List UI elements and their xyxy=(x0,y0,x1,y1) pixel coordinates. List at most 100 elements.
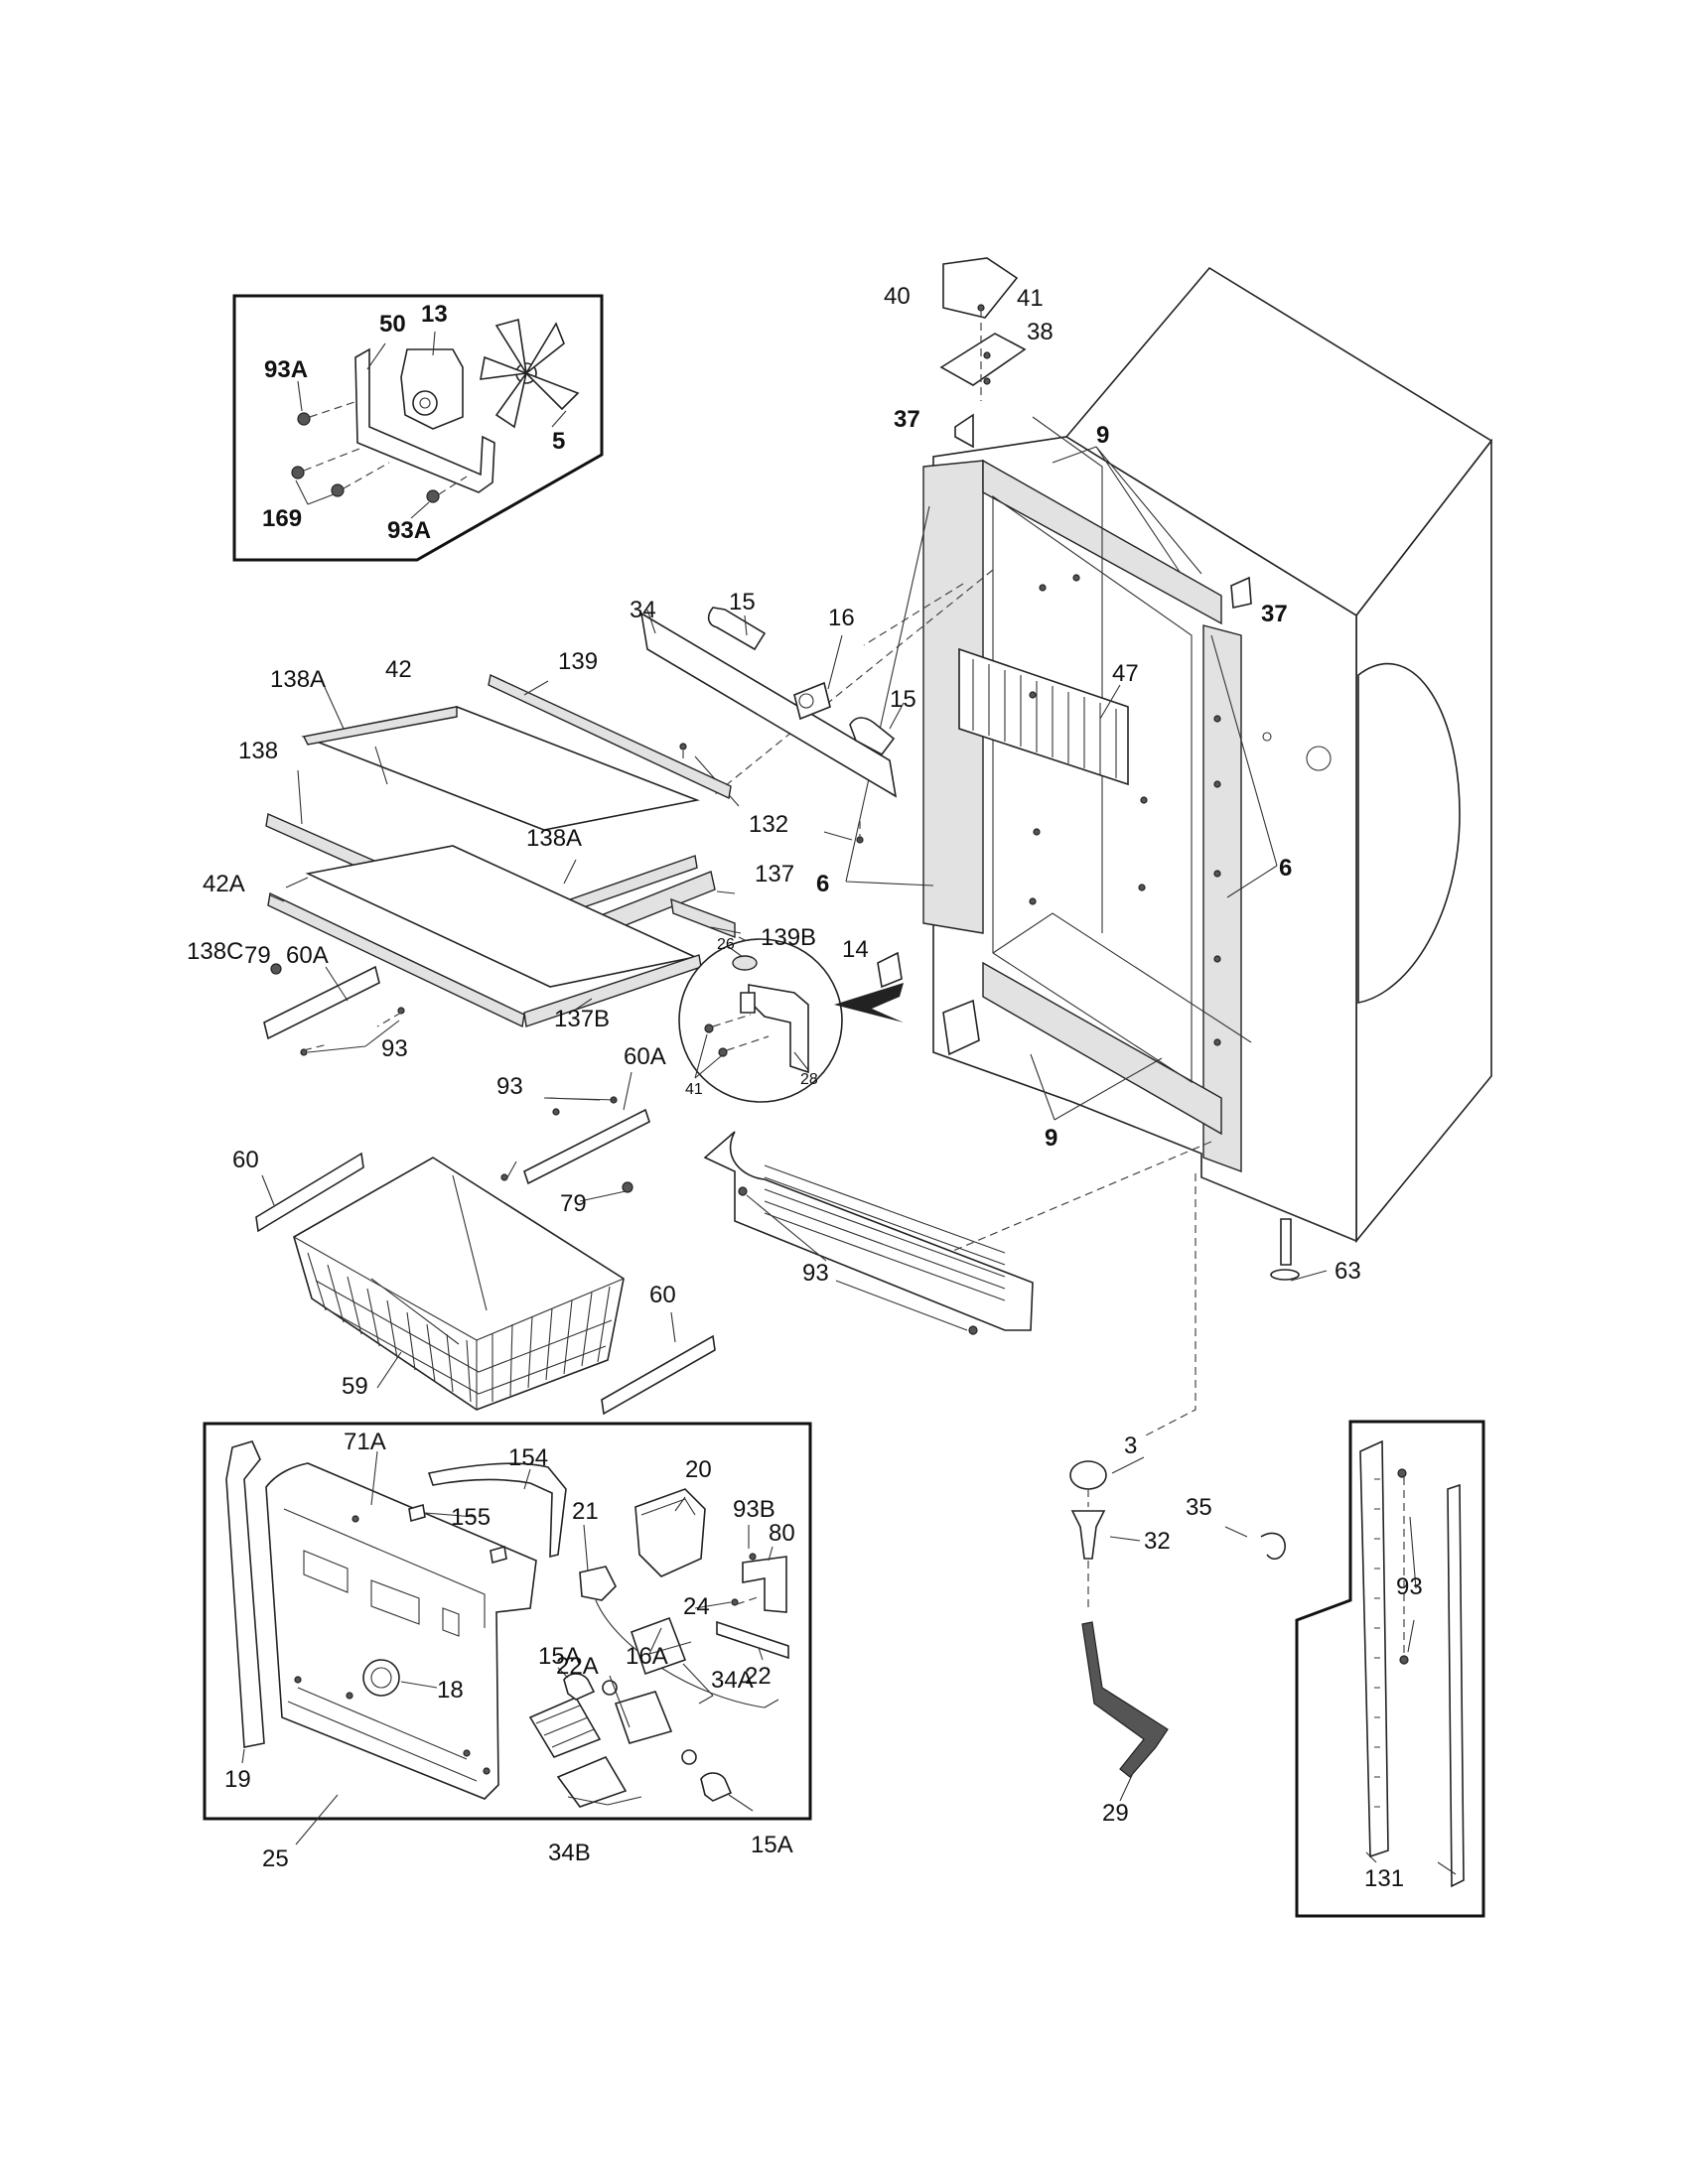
callout-16a: 16A xyxy=(626,1643,668,1670)
shelf-trim-139 xyxy=(488,673,732,800)
callout-93-b: 93 xyxy=(496,1073,523,1100)
shelf-standard-131-right xyxy=(1447,1483,1465,1888)
callout-71a: 71A xyxy=(344,1429,386,1455)
hinge-cover xyxy=(942,257,1019,319)
screw-93b xyxy=(749,1553,757,1561)
callout-93b: 93B xyxy=(733,1496,775,1523)
callout-93-d: 93 xyxy=(1396,1573,1423,1600)
callout-16: 16 xyxy=(828,605,855,631)
callout-22a: 22A xyxy=(556,1653,599,1680)
bottom-hinge xyxy=(942,999,980,1056)
screw-169-a xyxy=(291,466,305,479)
callout-35: 35 xyxy=(1186,1494,1212,1521)
callout-28: 28 xyxy=(800,1071,818,1088)
socket-16a-b xyxy=(681,1749,697,1765)
thermostat-cover-20 xyxy=(634,1488,706,1577)
callout-21: 21 xyxy=(572,1498,599,1525)
hinge-detail xyxy=(678,938,904,1103)
light-bulb-15a xyxy=(707,607,767,651)
callout-41-top: 41 xyxy=(1017,285,1044,312)
callout-131: 131 xyxy=(1364,1865,1404,1892)
screw-79-b xyxy=(622,1181,633,1193)
control-panel-inset xyxy=(203,1422,812,1845)
callout-93a-upper: 93A xyxy=(264,356,308,383)
light-bulb-15b xyxy=(849,717,896,756)
drain-cap-3 xyxy=(1069,1460,1107,1490)
callout-50: 50 xyxy=(379,311,406,338)
callout-37-left: 37 xyxy=(894,406,920,433)
wire-harness-154 xyxy=(427,1462,567,1559)
callout-60-a: 60 xyxy=(232,1147,259,1173)
drain-tube-29 xyxy=(1081,1621,1169,1778)
callout-63: 63 xyxy=(1335,1258,1361,1285)
callout-26: 26 xyxy=(717,936,735,953)
callout-14: 14 xyxy=(842,936,869,963)
callout-34: 34 xyxy=(630,597,656,623)
clip-22 xyxy=(716,1620,789,1660)
leveling-leg xyxy=(1280,1218,1292,1266)
drain-parts xyxy=(1069,1456,1286,1802)
screw-24 xyxy=(731,1598,739,1606)
freezer-cabinet xyxy=(714,257,1493,1438)
cabinet-liner xyxy=(992,494,1193,1084)
callout-93-a: 93 xyxy=(381,1035,408,1062)
control-panel-inset-frame xyxy=(203,1422,812,1821)
motor-bracket xyxy=(354,347,495,493)
fan-motor xyxy=(400,348,464,430)
socket-housing-34a-right xyxy=(614,1691,673,1744)
callout-25: 25 xyxy=(262,1845,289,1872)
door-gasket-left xyxy=(922,460,984,934)
callout-3: 3 xyxy=(1124,1433,1137,1459)
callout-20: 20 xyxy=(685,1456,712,1483)
slide-60-left xyxy=(255,1152,364,1233)
drain-clip-35 xyxy=(1260,1532,1286,1561)
callout-41-small: 41 xyxy=(685,1081,703,1098)
callout-59: 59 xyxy=(342,1373,368,1400)
fan-motor-inset xyxy=(232,294,604,562)
light-socket-16 xyxy=(793,681,831,721)
callout-138: 138 xyxy=(238,738,278,764)
toe-grille xyxy=(703,1131,1034,1335)
callout-80: 80 xyxy=(769,1520,795,1547)
callout-6-right: 6 xyxy=(1279,855,1292,882)
bracket-80 xyxy=(742,1556,787,1613)
toe-grille-panel xyxy=(703,1131,1034,1331)
callout-138c: 138C xyxy=(187,938,243,965)
cabinet-back-panel xyxy=(1357,662,1461,1004)
shelf-assembly xyxy=(265,673,756,1028)
callout-139: 139 xyxy=(558,648,598,675)
shelf-standard-inset-frame xyxy=(1295,1420,1485,1918)
callout-15-a: 15 xyxy=(729,589,756,615)
callout-24: 24 xyxy=(683,1593,710,1620)
callout-169: 169 xyxy=(262,505,302,532)
bulb-15a-lower xyxy=(700,1772,733,1802)
control-panel-25 xyxy=(265,1462,537,1800)
callout-38: 38 xyxy=(1027,319,1054,345)
screw-169-b xyxy=(331,483,345,497)
callout-15a-upper: 15A xyxy=(538,1643,581,1670)
callout-9-top: 9 xyxy=(1096,422,1109,449)
callout-13: 13 xyxy=(421,301,448,328)
shelf-trim-138a-top xyxy=(302,706,458,746)
callout-139b: 139B xyxy=(761,924,816,951)
control-panel-seal-19 xyxy=(225,1440,265,1748)
door-gasket-right xyxy=(1202,624,1242,1173)
callout-labels: 50 13 93A 5 169 93A 40 41 38 37 37 9 9 6… xyxy=(187,283,1423,1892)
clip-155-b xyxy=(490,1545,507,1565)
light-socket-assembly xyxy=(639,607,905,844)
slide-60a-center xyxy=(523,1108,650,1185)
shelf-standard-inset xyxy=(1295,1420,1485,1918)
callout-42: 42 xyxy=(385,656,412,683)
callout-60a-a: 60A xyxy=(286,942,329,969)
callout-137b: 137B xyxy=(554,1006,610,1032)
thermostat-21 xyxy=(579,1566,617,1601)
callout-37-right: 37 xyxy=(1261,601,1288,627)
wire-basket xyxy=(293,1157,625,1411)
basket-body xyxy=(293,1157,625,1411)
callout-60-b: 60 xyxy=(649,1282,676,1308)
callout-18: 18 xyxy=(437,1677,464,1704)
callout-138a-top: 138A xyxy=(270,666,326,693)
callout-32: 32 xyxy=(1144,1528,1171,1555)
callout-79-b: 79 xyxy=(560,1190,587,1217)
